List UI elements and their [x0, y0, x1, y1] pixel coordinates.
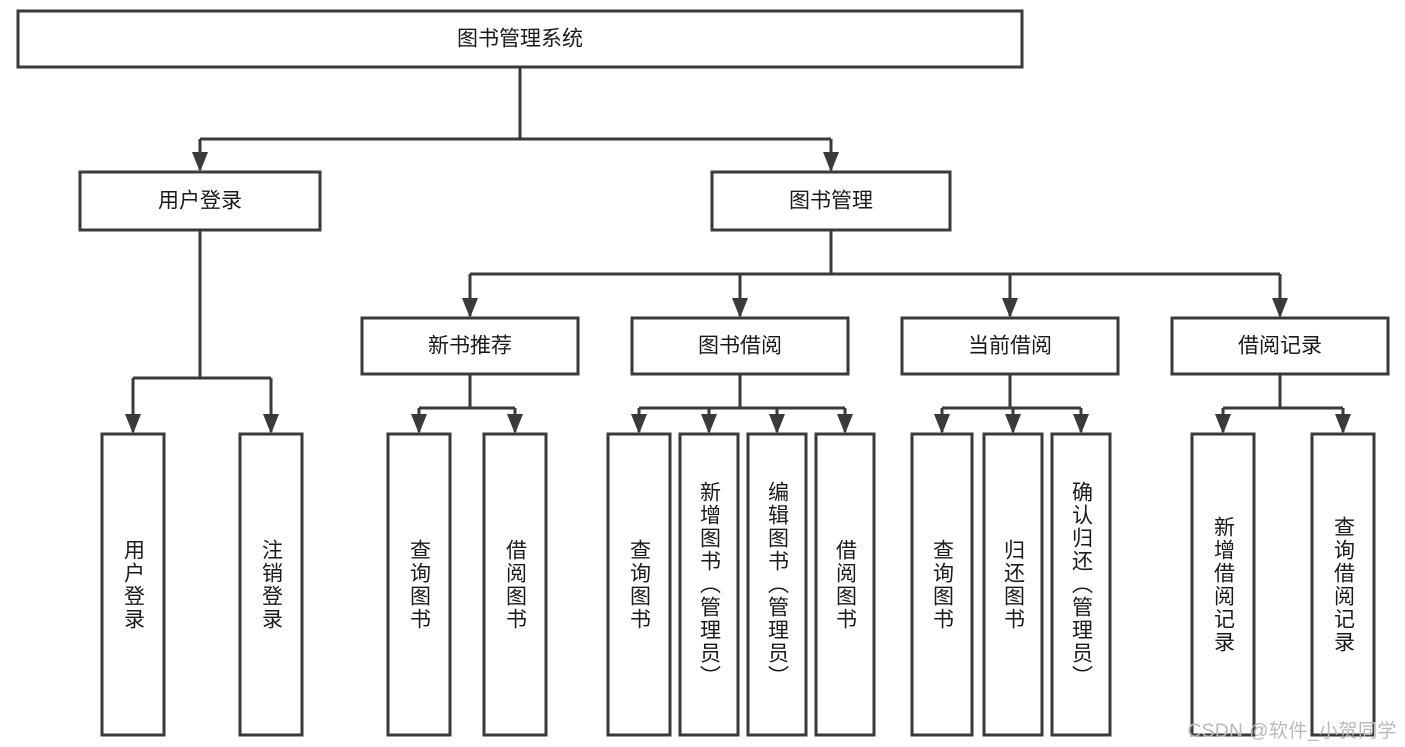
arrow-head-icon [1272, 298, 1288, 318]
node-label: 借阅记录 [1238, 335, 1322, 358]
node-leaf-logout-login[interactable] [238, 432, 304, 737]
connector-current-borrow [934, 374, 1089, 434]
arrow-head-icon [1002, 298, 1018, 318]
node-leaf-query-book-1[interactable] [386, 432, 452, 737]
node-borrow-record[interactable]: 借阅记录 [1170, 316, 1390, 376]
node-box [1050, 432, 1112, 737]
arrow-head-icon [462, 298, 478, 318]
node-leaf-add-borrow-record[interactable] [1190, 432, 1256, 737]
arrow-head-icon [701, 414, 717, 434]
node-box [910, 432, 974, 737]
node-label: 图书管理系统 [457, 28, 583, 51]
connector-root [192, 67, 839, 172]
node-label: 用户登录 [158, 190, 242, 213]
arrow-head-icon [631, 414, 647, 434]
node-box [900, 316, 1120, 376]
node-current-borrow[interactable]: 当前借阅 [900, 316, 1120, 376]
arrow-head-icon [1215, 414, 1231, 434]
connector-borrow-record [1215, 374, 1351, 434]
node-box [678, 432, 740, 737]
arrow-head-icon [934, 414, 950, 434]
arrow-head-icon [837, 414, 853, 434]
connector-book-borrow [631, 374, 853, 434]
node-box [606, 432, 672, 737]
node-leaf-borrow-book-1[interactable] [482, 432, 548, 737]
watermark: CSDN @软件_小贺同学 [1187, 721, 1397, 742]
node-box [982, 432, 1044, 737]
node-box [16, 9, 1024, 69]
node-leaf-edit-book-admin[interactable] [746, 432, 808, 737]
node-box [746, 432, 808, 737]
node-box [1170, 316, 1390, 376]
node-box [814, 432, 876, 737]
node-leaf-confirm-return-admin[interactable] [1050, 432, 1112, 737]
node-book-manage[interactable]: 图书管理 [710, 170, 952, 232]
connector-book-manage [462, 230, 1288, 318]
node-box [78, 170, 322, 232]
arrow-head-icon [823, 152, 839, 172]
connector-user-login [125, 230, 279, 434]
node-new-book-rec[interactable]: 新书推荐 [360, 316, 580, 376]
node-box [100, 432, 166, 737]
node-box [710, 170, 952, 232]
node-label: 新书推荐 [428, 335, 512, 358]
arrow-head-icon [507, 414, 523, 434]
arrow-head-icon [1073, 414, 1089, 434]
node-leaf-borrow-book-2[interactable] [814, 432, 876, 737]
node-box [238, 432, 304, 737]
node-root[interactable]: 图书管理系统 [16, 9, 1024, 69]
node-label: 当前借阅 [968, 335, 1052, 358]
node-label: 图书借阅 [698, 335, 782, 358]
arrow-head-icon [263, 414, 279, 434]
node-box [386, 432, 452, 737]
node-leaf-query-book-2[interactable] [606, 432, 672, 737]
node-box [360, 316, 580, 376]
node-book-borrow[interactable]: 图书借阅 [630, 316, 850, 376]
node-leaf-query-borrow-record[interactable] [1310, 432, 1376, 737]
arrow-head-icon [1005, 414, 1021, 434]
arrow-head-icon [1335, 414, 1351, 434]
node-label: 图书管理 [789, 190, 873, 213]
arrow-head-icon [732, 298, 748, 318]
node-box [630, 316, 850, 376]
node-leaf-user-login[interactable] [100, 432, 166, 737]
arrow-head-icon [192, 152, 208, 172]
node-box [482, 432, 548, 737]
node-leaf-query-book-3[interactable] [910, 432, 974, 737]
edge-layer [125, 67, 1351, 434]
arrow-head-icon [125, 414, 141, 434]
node-box [1310, 432, 1376, 737]
node-box [1190, 432, 1256, 737]
node-user-login[interactable]: 用户登录 [78, 170, 322, 232]
node-leaf-return-book[interactable] [982, 432, 1044, 737]
connector-new-book-rec [411, 374, 523, 434]
arrow-head-icon [769, 414, 785, 434]
node-leaf-add-book-admin[interactable] [678, 432, 740, 737]
arrow-head-icon [411, 414, 427, 434]
